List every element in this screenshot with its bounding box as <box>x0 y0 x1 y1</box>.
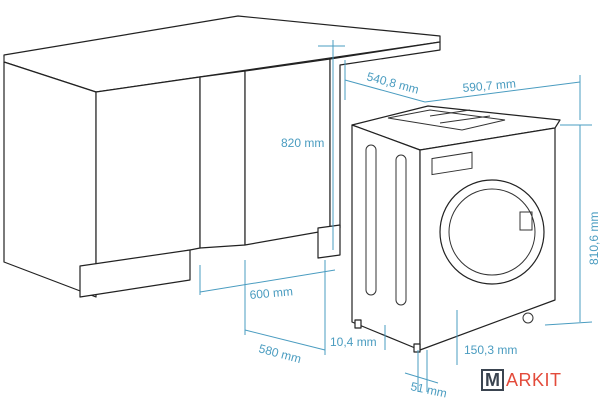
depth-label: 540,8 mm <box>365 69 420 96</box>
logo-text: ARKIT <box>506 369 562 390</box>
foot-offset-label: 51 mm <box>409 379 448 400</box>
width-label: 590,7 mm <box>462 76 516 95</box>
washing-machine <box>351 105 561 353</box>
kitchen-cabinet <box>3 15 441 298</box>
dimension-lines <box>199 40 593 392</box>
logo-m: M <box>481 369 504 391</box>
cabinet-height-label: 820 mm <box>281 136 324 150</box>
machine-height-label: 810,6 mm <box>587 212 600 265</box>
markit-logo: M ARKIT <box>481 369 562 391</box>
cabinet-depth-label: 600 mm <box>249 284 293 302</box>
foot-height-label: 10,4 mm <box>330 335 377 349</box>
plinth-offset-label: 150,3 mm <box>464 343 517 357</box>
niche-depth-label: 580 mm <box>257 341 303 366</box>
